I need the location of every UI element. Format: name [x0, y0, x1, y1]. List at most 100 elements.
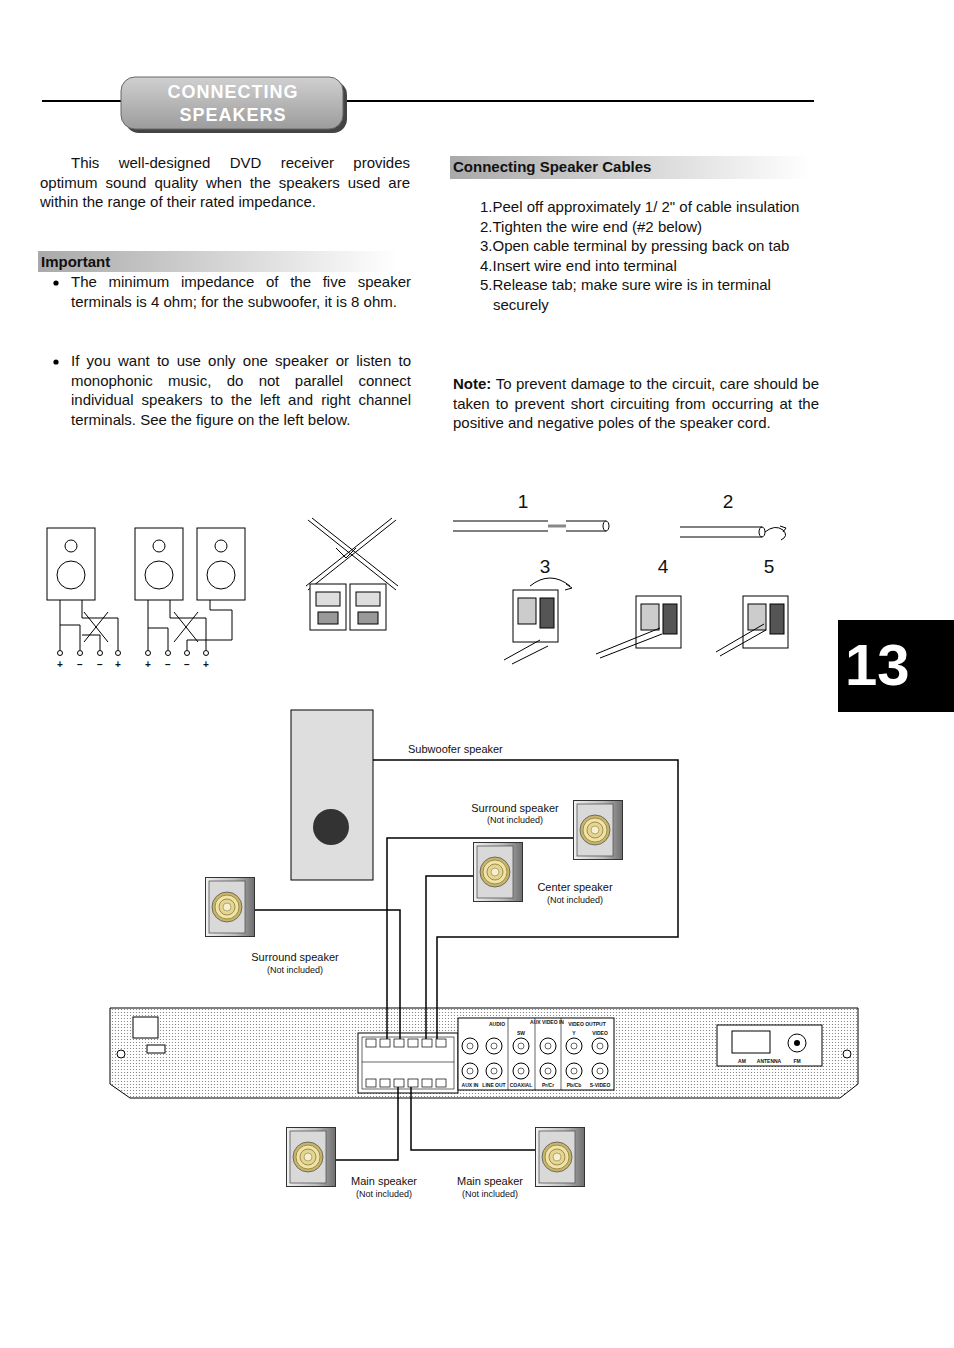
receiver-rear-panel-part	[358, 1033, 458, 1093]
subwoofer-speaker: Subwoofer speaker	[291, 710, 373, 880]
step-text: 4.Insert wire end into terminal	[480, 256, 820, 276]
cable-prep-figure-part	[759, 527, 765, 537]
node-label: Subwoofer speaker	[407, 743, 504, 756]
note-heading: Note:	[453, 375, 491, 392]
title-badge-part	[121, 77, 343, 129]
receiver-rear-panel-part-part	[462, 1063, 478, 1079]
wrong-wiring-figure-part	[58, 651, 209, 656]
cable-prep-figure-part	[743, 596, 788, 648]
receiver-rear-panel-part	[362, 1062, 454, 1063]
receiver-rear-panel-part-part	[571, 1068, 577, 1074]
receiver-rear-panel-part	[387, 1008, 437, 1098]
surround-speaker: Surround speaker(Not included)	[205, 877, 255, 937]
cable-prep-figure-part	[453, 521, 548, 531]
title-rule-part	[345, 100, 814, 102]
node-label: Main speaker	[456, 1175, 524, 1188]
node-label: S-VIDEO	[590, 1082, 611, 1088]
node-label: Important	[41, 252, 395, 271]
wrong-wiring-figure-part	[148, 600, 149, 650]
crossed-terminal-figure-part	[316, 592, 340, 606]
receiver-rear-panel-part	[147, 1045, 165, 1053]
node-label: Pb/Cb	[567, 1082, 581, 1088]
wrong-wiring-figure-part	[84, 612, 108, 642]
wrong-wiring-figure-part	[47, 528, 95, 600]
receiver-rear-panel-part-part	[508, 1018, 509, 1090]
cable-prep-figure-part	[596, 628, 662, 658]
node-label: AUX VIDEO IN	[530, 1019, 564, 1025]
bullet-dot-part	[53, 280, 58, 285]
receiver-rear-panel-part-part	[410, 1087, 412, 1098]
speaker-icon-part	[206, 878, 255, 937]
node-label: LINE OUT	[482, 1082, 505, 1088]
speaker-wire	[411, 1098, 535, 1150]
wrong-wiring-figure-part	[65, 540, 77, 552]
receiver-rear-panel-part-part	[540, 1063, 556, 1079]
node-label: AUDIO	[489, 1021, 505, 1027]
receiver-rear-panel-part-part	[518, 1043, 524, 1049]
crossed-terminal-figure-part	[306, 518, 392, 586]
receiver-rear-panel-part-part	[422, 1079, 432, 1087]
receiver-rear-panel-part	[508, 1018, 561, 1090]
wrong-wiring-figure-part	[170, 600, 206, 650]
receiver-rear-panel-part	[462, 1038, 608, 1079]
speaker-icon-part	[474, 843, 523, 902]
cable-prep-figure-part	[770, 604, 784, 634]
receiver-rear-panel-part-part	[366, 1039, 376, 1047]
cable-prep-figure-part	[663, 604, 677, 634]
polarity-sign: +	[145, 659, 151, 670]
step-text: 2.Tighten the wire end (#2 below)	[480, 217, 820, 237]
wrong-wiring-figure-part	[197, 528, 245, 600]
bullet-text: The minimum impedance of the five speake…	[71, 272, 411, 311]
receiver-rear-panel-part-part	[422, 1039, 432, 1047]
speaker-icon-part	[574, 801, 623, 860]
node-label: Pr/Cr	[542, 1082, 554, 1088]
step-text: 3.Open cable terminal by pressing back o…	[480, 236, 820, 256]
cable-prep-figure-part	[548, 525, 566, 528]
speaker-icon-part	[287, 1128, 336, 1187]
wrong-wiring-figure-part	[174, 612, 198, 642]
wrong-wiring-figure-part-part	[116, 651, 121, 656]
wrong-wiring-figure-part-part	[146, 651, 151, 656]
receiver-rear-panel-part-part	[561, 1018, 562, 1090]
receiver-rear-panel-part-part	[408, 1079, 418, 1087]
polarity-sign: −	[97, 659, 103, 670]
receiver-rear-panel-part	[467, 1043, 603, 1074]
node-label: Surround speaker	[250, 951, 339, 964]
cable-prep-figure-part	[780, 526, 786, 532]
receiver-rear-panel-part-part	[518, 1068, 524, 1074]
receiver-rear-panel-part	[458, 1018, 614, 1090]
main-speaker: Main speaker(Not included)	[286, 1127, 336, 1187]
receiver-rear-panel-part-part	[571, 1043, 577, 1049]
node-label: Main speaker	[350, 1175, 418, 1188]
cable-prep-figure-part	[518, 598, 536, 624]
crossed-terminal-figure-part	[308, 520, 396, 590]
receiver-rear-panel-part	[794, 1040, 800, 1046]
cable-prep-figure-part	[565, 584, 572, 590]
bullet-text: If you want to use only one speaker or l…	[71, 351, 411, 429]
bullet-dot	[53, 280, 58, 364]
receiver-rear-panel-part	[717, 1025, 822, 1066]
cable-prep-figure-part	[603, 521, 609, 531]
node-label: AUX IN	[462, 1082, 479, 1088]
section-band: Important	[38, 251, 398, 272]
receiver-rear-panel-part-part	[380, 1039, 390, 1047]
node-label: Surround speaker	[470, 802, 559, 815]
node-label: FM	[793, 1058, 800, 1064]
wrong-wiring-figure-part	[82, 600, 118, 650]
wrong-wiring-figure-part	[207, 561, 235, 589]
crossed-terminal-figure-part	[356, 592, 380, 606]
callout-number: 2	[723, 491, 734, 513]
receiver-rear-panel-part	[362, 1037, 454, 1089]
title-badge	[121, 77, 347, 133]
receiver-rear-panel-part-part	[436, 1039, 446, 1047]
node-label: 13	[845, 620, 954, 710]
polarity-sign: −	[165, 659, 171, 670]
wrong-wiring-figure-part	[82, 635, 100, 650]
wrong-wiring-figure-part-part	[166, 651, 171, 656]
center-speaker: Center speaker(Not included)	[473, 842, 523, 902]
receiver-panel: AUDIOAUX VIDEO INVIDEO OUTPUTSWYVIDEOAUX…	[110, 1008, 858, 1098]
polarity-sign: +	[115, 659, 121, 670]
wrong-wiring-figure-part-part	[185, 651, 190, 656]
receiver-rear-panel-part-part	[592, 1038, 608, 1054]
crossed-terminal-figure-part	[308, 520, 396, 590]
